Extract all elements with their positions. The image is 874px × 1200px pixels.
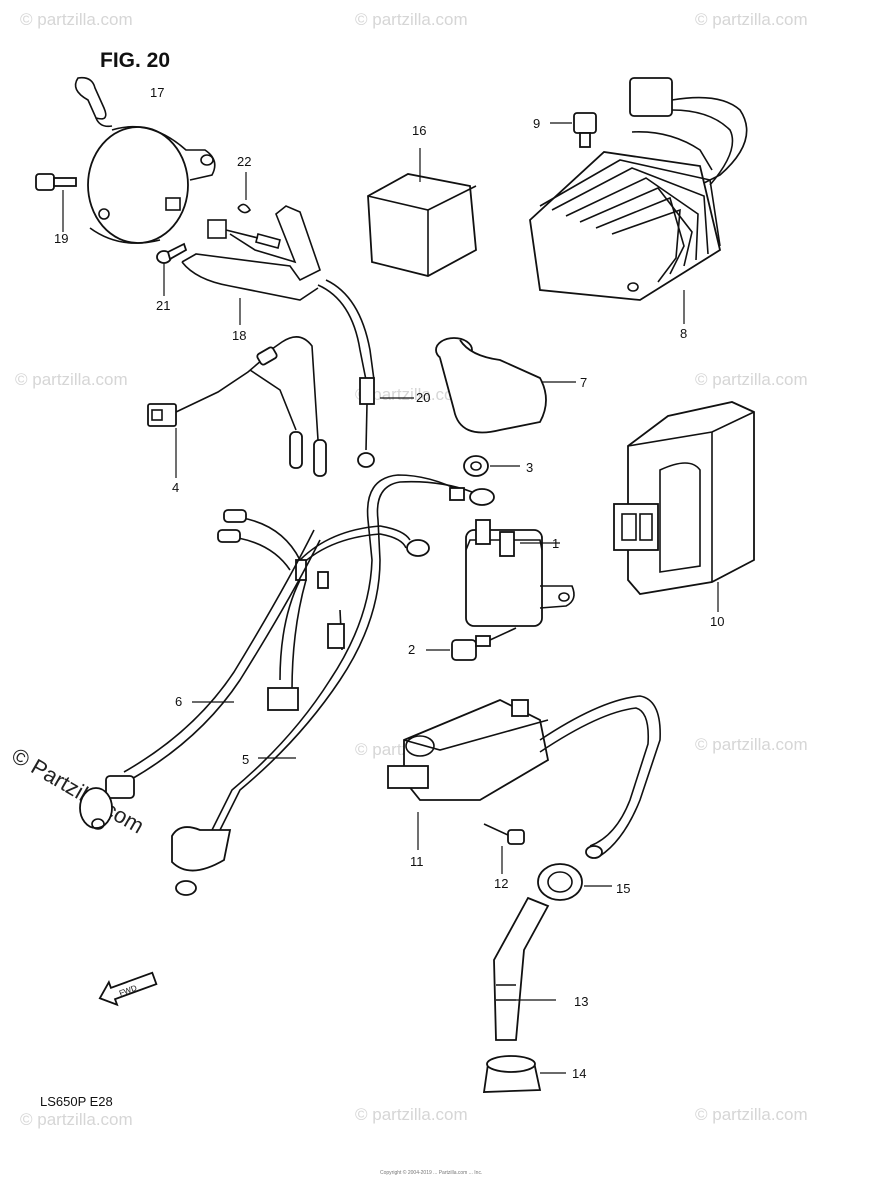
grommet-part-15 [537,863,612,901]
part-label-8: 8 [680,326,687,341]
part-number-labels: 1 2 3 4 5 6 7 8 9 10 11 12 13 14 15 16 1… [54,85,724,1081]
watermark: © partzilla.com [355,385,468,404]
part-label-18: 18 [232,328,246,343]
igniter-part-10 [613,401,755,612]
relay-part-16 [367,148,477,277]
part-label-10: 10 [710,614,724,629]
cap-part-7 [435,337,576,434]
part-label-5: 5 [242,752,249,767]
part-label-13: 13 [574,994,588,1009]
part-label-17: 17 [150,85,164,100]
part-label-22: 22 [237,154,251,169]
harness-part-4 [147,336,327,478]
bolt-part-19 [35,173,77,232]
seal-part-14 [482,1055,566,1093]
part-label-12: 12 [494,876,508,891]
watermark: © partzilla.com [15,370,128,389]
plug-cap-part-13 [493,896,556,1041]
part-label-3: 3 [526,460,533,475]
watermark: © partzilla.com [695,1105,808,1124]
ignition-coil-part-11 [387,695,661,859]
starter-relay-part-1 [465,519,575,627]
bolt-part-2 [426,627,517,661]
part-label-7: 7 [580,375,587,390]
bracket-part-18 [181,205,375,468]
watermark: © partzilla.com [20,1110,133,1129]
footer-copyright: Copyright © 2004-2019 ... Partzilla.com … [380,1169,482,1176]
part-label-9: 9 [533,116,540,131]
nut-part-3 [463,455,520,477]
part-label-15: 15 [616,881,630,896]
bolt-part-21 [156,242,188,296]
part-label-11: 11 [410,854,424,869]
part-label-19: 19 [54,231,68,246]
part-label-21: 21 [156,298,170,313]
watermark: © partzilla.com [355,1105,468,1124]
watermark: © partzilla.com [20,10,133,29]
part-label-1: 1 [552,536,559,551]
part-label-6: 6 [175,694,182,709]
fwd-arrow-icon: FWD [98,971,158,1007]
watermark: © partzilla.com [695,735,808,754]
clip-part-22 [237,172,252,214]
screw-part-12 [483,823,525,874]
watermark: © partzilla.com [695,10,808,29]
model-code: LS650P E28 [40,1094,113,1109]
part-label-4: 4 [172,480,179,495]
part-label-16: 16 [412,123,426,138]
part-label-14: 14 [572,1066,586,1081]
watermark: © partzilla.com [695,370,808,389]
wiring-harness-parts-5-6 [79,474,495,896]
regulator-rectifier-part-8 [529,77,748,324]
pickup-coil-part-17 [74,76,216,244]
part-label-2: 2 [408,642,415,657]
bolt-part-9 [550,112,597,148]
figure-title: FIG. 20 [100,49,170,72]
watermark: © partzilla.com [355,10,468,29]
part-label-20: 20 [416,390,430,405]
